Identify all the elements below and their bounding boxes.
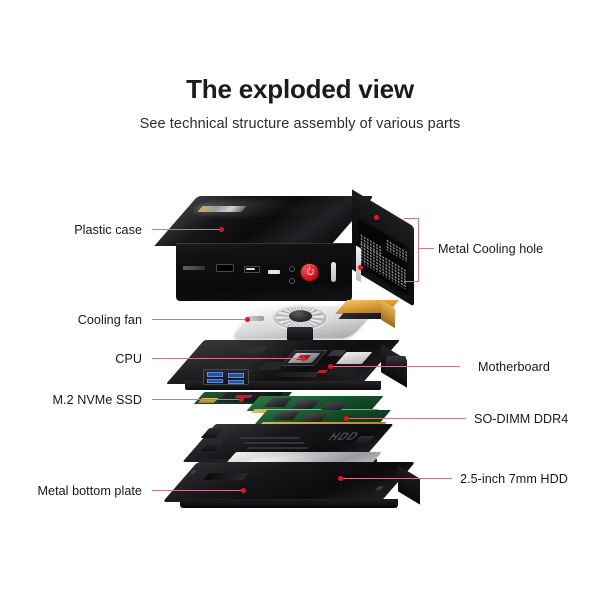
- brand-logo: [183, 266, 205, 270]
- caddy-slat: [247, 447, 309, 449]
- page-subtitle: See technical structure assembly of vari…: [139, 116, 461, 132]
- usb3-port: [207, 372, 223, 377]
- callout-label-plastic-case: Plastic case: [74, 223, 142, 237]
- leader-line-plastic-case: [152, 229, 222, 231]
- leader-line-hdd: [340, 478, 452, 480]
- leader-line-m2-nvme-ssd: [152, 399, 242, 401]
- board-connector: [386, 356, 406, 370]
- motherboard-edge: [185, 381, 381, 390]
- callout-dot-so-dimm-ddr4: [344, 416, 349, 421]
- callout-dot-hdd: [338, 476, 343, 481]
- callout-dot-cooling-hole: [358, 265, 363, 270]
- callout-label-so-dimm-ddr4: SO-DIMM DDR4: [474, 412, 569, 426]
- power-icon: [309, 266, 311, 270]
- m2-ssd-red-accent: [234, 395, 254, 398]
- front-port-hdmi: [216, 264, 234, 272]
- callout-dot-cooling-fan: [245, 317, 250, 322]
- expansion-slot: [269, 372, 321, 377]
- audio-jack: [289, 266, 295, 272]
- bottom-plate-edge: [180, 499, 398, 508]
- callout-dot-m2-nvme-ssd: [239, 397, 244, 402]
- usb3-port: [228, 373, 244, 378]
- callout-dot-motherboard: [328, 364, 333, 369]
- front-port-usb-c: [268, 270, 280, 274]
- metal-bottom-plate: [162, 462, 416, 502]
- callout-label-cooling-fan: Cooling fan: [77, 313, 142, 327]
- callout-label-hdd: 2.5-inch 7mm HDD: [460, 472, 568, 486]
- caddy-slat: [239, 437, 301, 439]
- usb3-port: [228, 380, 244, 384]
- leader-line-metal-cooling-hole: [418, 248, 434, 250]
- leader-bracket-metal-cooling-hole: [404, 218, 419, 282]
- usb3-port: [207, 379, 223, 383]
- leader-line-cpu: [152, 358, 304, 360]
- callout-label-motherboard: Motherboard: [478, 360, 550, 374]
- bottom-plate-side: [398, 465, 420, 505]
- front-port-usb-insert: [246, 268, 255, 270]
- case-side-accent-strip: [356, 245, 361, 283]
- callout-label-metal-cooling-hole: Metal Cooling hole: [438, 242, 544, 256]
- callout-label-m2-nvme-ssd: M.2 NVMe SSD: [52, 393, 142, 407]
- callout-dot-cpu: [301, 356, 306, 361]
- status-led-strip: [331, 262, 336, 282]
- case-front-panel: [176, 243, 352, 301]
- power-icon: [307, 268, 314, 275]
- fan-hub-cap: [289, 310, 312, 322]
- leader-line-metal-bottom-plate: [152, 490, 244, 492]
- bottom-plate-vent-slot: [202, 473, 250, 480]
- caddy-slat: [243, 442, 305, 444]
- microphone-jack: [289, 278, 295, 284]
- fan-heatpipe-neck: [287, 327, 313, 341]
- callout-dot-metal-bottom-plate: [241, 488, 246, 493]
- callout-label-metal-bottom-plate: Metal bottom plate: [37, 484, 142, 498]
- callout-dot-plastic-case: [219, 227, 224, 232]
- page-title: The exploded view: [186, 74, 414, 104]
- leader-line-so-dimm-ddr4: [346, 418, 466, 420]
- callout-label-cpu: CPU: [115, 352, 142, 366]
- callout-dot-case-top: [374, 215, 379, 220]
- leader-line-motherboard: [330, 366, 460, 368]
- leader-line-cooling-fan: [152, 319, 248, 321]
- fan-mount-tab: [248, 316, 264, 321]
